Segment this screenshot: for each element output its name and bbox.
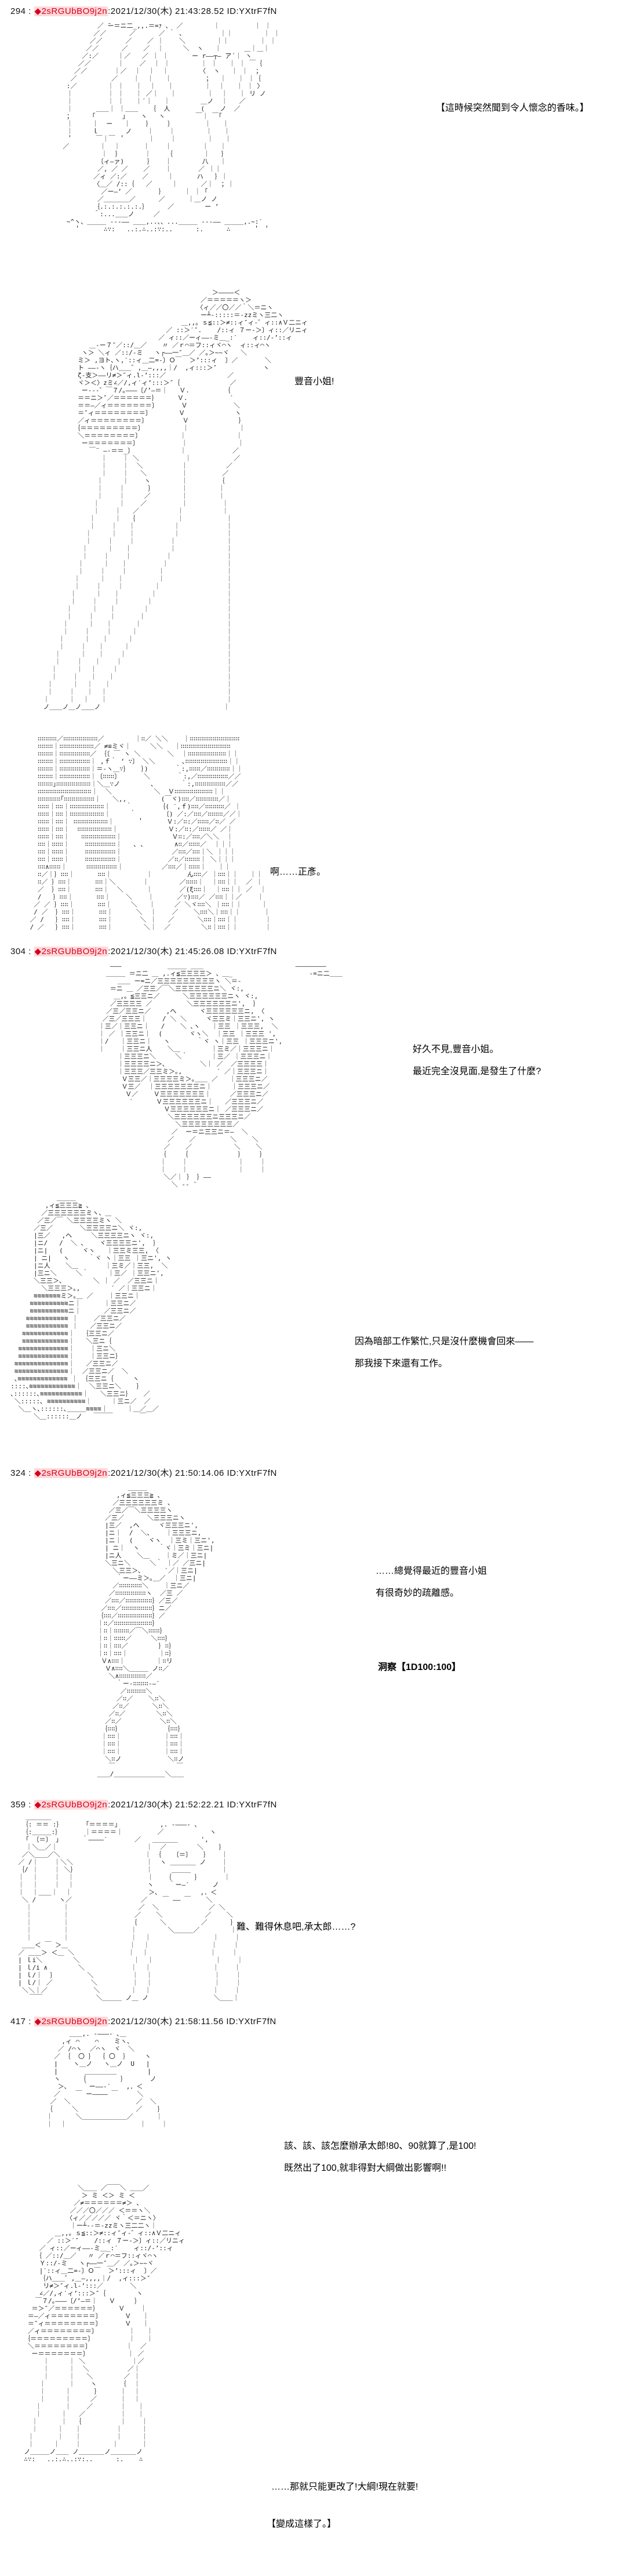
dialogue-text: 啊……正彥。 bbox=[270, 864, 326, 886]
tripcode: ◆2sRGUbBO9j2n bbox=[34, 6, 108, 16]
post-header: 324 : ◆2sRGUbBO9j2n:2021/12/30(木) 21:50:… bbox=[10, 1467, 277, 1479]
dialogue-text: ……那就只能更改了!大綱!現在就要! bbox=[271, 2479, 418, 2501]
ascii-art: ＿＿,. -―――- ､＿ ,ィ ⌒ ⌒ ミヽ、 ／ /⌒ヽ ／⌒ヽ ヾ ＼ ／… bbox=[46, 2030, 168, 2128]
dialogue-line: ……總覺得最近的豐音小姐 bbox=[376, 1566, 487, 1576]
ascii-art: ∷∷∷∷∷／∷∷∷∷∷∷∷∷∷／ ｜∷／ ＼＼ ｜∷∷∷∷∷∷∷∷∷∷∷∷∷ ∷… bbox=[30, 735, 272, 931]
dialogue-line: 啊……正彥。 bbox=[270, 867, 326, 877]
dialogue-line: 最近完全沒見面,是發生了什麼? bbox=[413, 1067, 541, 1076]
post-header: 294 : ◆2sRGUbBO9j2n:2021/12/30(木) 21:43:… bbox=[10, 5, 277, 17]
post-header: 359 : ◆2sRGUbBO9j2n:2021/12/30(木) 21:52:… bbox=[10, 1798, 277, 1810]
dialogue-line: 該、該、該怎麼辦承太郎!80、90就算了,是100! bbox=[284, 2141, 476, 2151]
dialogue-line: 有很奇妙的疏離感。 bbox=[376, 1588, 460, 1598]
dialogue-line: 難、難得休息吧,承太郎……? bbox=[236, 1922, 356, 1932]
tripcode: ◆2sRGUbBO9j2n bbox=[34, 947, 108, 956]
dialogue-text: ……總覺得最近的豐音小姐有很奇妙的疏離感。 bbox=[376, 1563, 487, 1607]
dialogue-text: 洞察【1D100:100】 bbox=[378, 1659, 461, 1681]
post-number: 304 bbox=[10, 947, 26, 956]
dialogue-line: 因為暗部工作繁忙,只是沒什麼機會回來—— bbox=[355, 1337, 534, 1347]
ascii-art: ／ ̄ー＝ニ二_,,.＝=ｧ ､ ／ ｜ ｜ ｜ ／／ ／ ／ ｀ 、 ｜｜ ｜… bbox=[63, 22, 281, 233]
post-meta: :2021/12/30(木) 21:43:28.52 ID:YXtrF7fN bbox=[108, 6, 277, 16]
post-meta: :2021/12/30(木) 21:58:11.56 ID:YXtrF7fN bbox=[108, 2017, 276, 2026]
dialogue-text: 【變成這樣了。】 bbox=[267, 2516, 336, 2538]
tripcode: ◆2sRGUbBO9j2n bbox=[34, 1800, 108, 1810]
dialogue-text: 豐音小姐! bbox=[294, 373, 334, 395]
dialogue-text: 因為暗部工作繁忙,只是沒什麼機會回來—— 那我接下來還有工作。 bbox=[355, 1333, 533, 1377]
tripcode: ◆2sRGUbBO9j2n bbox=[34, 1468, 108, 1478]
dialogue-line: ……那就只能更改了!大綱!現在就要! bbox=[271, 2482, 418, 2492]
dialogue-text: 該、該、該怎麼辦承太郎!80、90就算了,是100! 既然出了100,就非得對大綱… bbox=[284, 2138, 476, 2182]
header-separator: : bbox=[26, 947, 34, 956]
ascii-art: ＿＿＿ ,ィ≦三三三≧ 、 ／三三三三三三ミ 、 ／三／￣＼三三三三ヽ ／三／ … bbox=[97, 1484, 215, 1778]
dialogue-line: 好久不見,豐音小姐。 bbox=[413, 1045, 499, 1054]
ascii-art: ＼＿＿ ／￣￣＼ ＿＿／ ＞ ミ ＜＞ ミ ＜ ／≠＝＝＝＝＝＝≠＞ 、 ／／／… bbox=[24, 2184, 185, 2463]
dialogue-text: 難、難得休息吧,承太郎……? bbox=[236, 1919, 355, 1941]
dialogue-line: 豐音小姐! bbox=[294, 377, 334, 387]
ascii-art: ＞――――＜ ／＝＝＝＝＝ヽ＞ 〈ィ／／〇／／｀＼＝ニヽ ー┴-:::::＝-z… bbox=[43, 289, 308, 711]
tripcode: ◆2sRGUbBO9j2n bbox=[34, 2017, 108, 2026]
dialogue-line: 【這時候突然聞到令人懷念的香味。】 bbox=[436, 103, 589, 113]
post-number: 324 bbox=[10, 1468, 26, 1478]
header-separator: : bbox=[26, 6, 34, 16]
post-number: 294 bbox=[10, 6, 26, 16]
ascii-art: ＿＿＿ ,ィ≦三三三≧ 、 ／三三三三三三ミヽ、＿ ／三／￣ ＼三三三三ミヽ ＼… bbox=[10, 1194, 172, 1420]
post-meta: :2021/12/30(木) 21:50:14.06 ID:YXtrF7fN bbox=[108, 1468, 277, 1478]
post-header: 417 : ◆2sRGUbBO9j2n:2021/12/30(木) 21:58:… bbox=[10, 2015, 276, 2027]
post-meta: :2021/12/30(木) 21:45:26.08 ID:YXtrF7fN bbox=[108, 947, 277, 956]
post-header: 304 : ◆2sRGUbBO9j2n:2021/12/30(木) 21:45:… bbox=[10, 945, 277, 957]
dialogue-line: 既然出了100,就非得對大綱做出影響啊!! bbox=[284, 2163, 447, 2173]
header-separator: : bbox=[26, 2017, 34, 2026]
dialogue-text: 好久不見,豐音小姐。最近完全沒見面,是發生了什麼? bbox=[413, 1041, 541, 1085]
dialogue-line: 【變成這樣了。】 bbox=[267, 2519, 337, 2529]
post-meta: :2021/12/30(木) 21:52:22.21 ID:YXtrF7fN bbox=[108, 1800, 277, 1810]
ascii-art: ＿＿＿＿ ｛: ＝＝ :｝ ｢＝＝＝＝｣ ,. -―――- ､ ｛:＿＿＿:｝ … bbox=[18, 1813, 243, 2002]
dialogue-line: 那我接下來還有工作。 bbox=[355, 1359, 448, 1369]
dialogue-text: 【這時候突然聞到令人懷念的香味。】 bbox=[436, 100, 589, 122]
dialogue-line: 洞察【1D100:100】 bbox=[378, 1662, 461, 1672]
ascii-art: ――― ＿＿＿ ＿＿ ―――――――― ＿＿＿ ＝ニ二 ＿ ,.ィ≦三三三三＞ … bbox=[98, 962, 343, 1188]
post-number: 359 bbox=[10, 1800, 26, 1810]
header-separator: : bbox=[26, 1800, 34, 1810]
header-separator: : bbox=[26, 1468, 34, 1478]
post-number: 417 bbox=[10, 2017, 26, 2026]
